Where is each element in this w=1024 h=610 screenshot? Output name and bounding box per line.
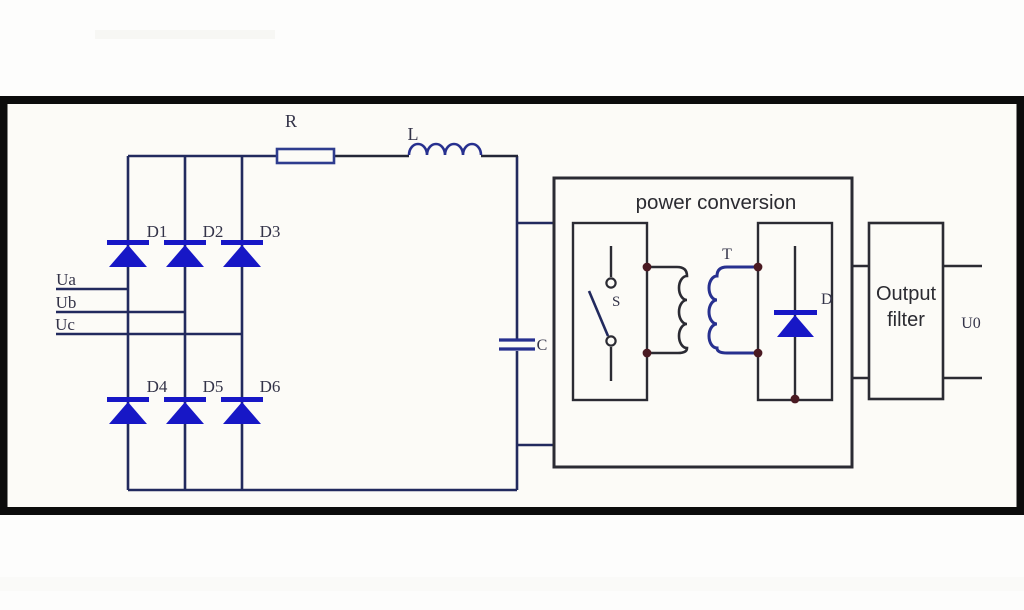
junction-dot [642, 262, 652, 272]
junction-dots [642, 262, 800, 404]
phase-c-label: Uc [55, 315, 75, 334]
diode-d2-label: D2 [203, 222, 224, 241]
inductor-label: L [408, 124, 419, 144]
output-wiring [852, 264, 982, 380]
diode-d5-label: D5 [203, 377, 224, 396]
output-filter-label-line1: Output [876, 283, 936, 305]
diode-d-symbol [774, 310, 817, 337]
phase-a-label: Ua [56, 270, 76, 289]
switch-label: S [612, 294, 620, 310]
diode-d1-label: D1 [147, 222, 168, 241]
diode-d4-label: D4 [147, 377, 168, 396]
inductor-symbol [407, 142, 483, 156]
diode-d6-symbol [221, 397, 263, 424]
power-conversion-title: power conversion [636, 191, 797, 214]
switch-contact-bottom [605, 335, 617, 347]
output-filter-box [867, 221, 945, 401]
switch-box [571, 221, 649, 402]
transformer-primary-coil [647, 265, 689, 355]
phase-b-label: Ub [56, 293, 77, 312]
capacitor-label: C [537, 337, 548, 354]
diode-d-label: D [821, 291, 833, 308]
capacitor-symbol [499, 338, 535, 351]
rectifier-wiring [56, 154, 554, 492]
resistor-symbol [275, 147, 336, 165]
diode-d2-symbol [164, 240, 206, 267]
power-conversion-box [552, 176, 854, 469]
diode-d3-label: D3 [260, 222, 281, 241]
output-filter-label-line2: filter [887, 309, 925, 331]
diode-d4-symbol [107, 397, 149, 424]
junction-dot [753, 262, 763, 272]
scan-noise-band [0, 577, 1024, 591]
transformer-secondary-coil [707, 265, 758, 355]
junction-dot [753, 348, 763, 358]
diode-d5-symbol [164, 397, 206, 424]
scan-noise-smudge [95, 30, 275, 39]
junction-dot [790, 394, 800, 404]
switch-blade [587, 290, 610, 337]
diode-d1-symbol [107, 240, 149, 267]
diode-d6-label: D6 [260, 377, 281, 396]
junction-dot [642, 348, 652, 358]
switch-symbol [587, 246, 617, 381]
resistor-label: R [285, 111, 297, 131]
transformer-label: T [722, 246, 732, 263]
switch-contact-top [605, 277, 617, 289]
output-voltage-label: U0 [961, 315, 981, 332]
diode-d3-symbol [221, 240, 263, 267]
